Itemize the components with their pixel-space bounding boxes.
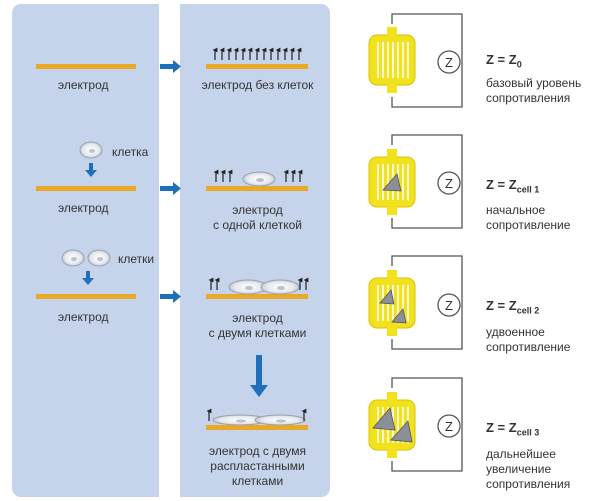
stage-4-label-line2: распластанными [210, 459, 305, 473]
electrode-label: электрод [58, 78, 109, 92]
impedance-equation-3: Z = Zcell 2 [486, 298, 540, 316]
description-2-line2: сопротивление [486, 218, 571, 232]
cell-icon [79, 141, 103, 159]
right-panel [180, 4, 330, 497]
electrode-spread-cells [206, 414, 308, 430]
ion-arrows-icon [212, 47, 302, 60]
impedance-meter-icon [437, 414, 461, 438]
cells-label: клетки [118, 252, 155, 266]
down-arrow-icon [85, 163, 97, 177]
impedance-equation-4: Z = Zcell 3 [486, 420, 540, 438]
stage-3-label-line2: с двумя клетками [208, 326, 307, 340]
impedance-equation-1: Z = Z0 [486, 52, 522, 70]
impedance-symbol: Z [445, 176, 453, 191]
right-arrow-icon [160, 182, 181, 195]
ion-arrows-icon [206, 408, 307, 421]
left-panel [12, 4, 159, 497]
electrode-one-cell [206, 171, 308, 191]
sensor-circuit-4 [368, 377, 463, 472]
description-1-line1: базовый уровень [486, 76, 582, 90]
impedance-symbol: Z [445, 419, 453, 434]
right-arrow-icon [160, 290, 181, 303]
stage-2-label-line2: с одной клеткой [212, 218, 302, 232]
description-1-line2: сопротивления [486, 91, 571, 105]
description-3-line1: удвоенное [486, 325, 545, 339]
impedance-equation-2: Z = Zcell 1 [486, 177, 540, 195]
right-arrow-icon [160, 60, 181, 73]
sensor-circuit-3 [368, 255, 463, 350]
stage-4-label-line3: клетками [231, 474, 284, 488]
impedance-meter-icon [437, 171, 461, 195]
down-arrow-icon [82, 271, 94, 285]
cell-pair-icon [61, 249, 111, 267]
ion-arrows-icon [213, 169, 303, 182]
impedance-meter-icon [437, 293, 461, 317]
electrode-no-cells [206, 64, 308, 69]
impedance-meter-icon [437, 50, 461, 74]
electrode-bare-3 [36, 294, 136, 299]
stage-4-label-line1: электрод с двумя [209, 444, 306, 458]
description-4-line1: дальнейшее [486, 447, 556, 461]
impedance-symbol: Z [445, 298, 453, 313]
down-arrow-icon [250, 355, 268, 397]
cell-label: клетка [112, 145, 149, 159]
electrode-label: электрод [58, 310, 109, 324]
ion-arrows-icon [208, 277, 309, 290]
electrode-bare-2 [36, 186, 136, 191]
electrode-bare-1 [36, 64, 136, 69]
stage-2-label-line1: электрод [232, 203, 283, 217]
description-2-line1: начальное [486, 203, 546, 217]
sensor-circuit-2 [368, 134, 463, 229]
description-4-line2: увеличение [486, 462, 552, 476]
description-3-line2: сопротивление [486, 340, 571, 354]
stage-1-label: электрод без клеток [201, 78, 314, 92]
electrode-label: электрод [58, 201, 109, 215]
sensor-circuit-1 [368, 13, 463, 108]
description-4-line3: сопротивления [486, 477, 571, 491]
electrode-two-cells [206, 279, 308, 299]
impedance-symbol: Z [445, 55, 453, 70]
stage-3-label-line1: электрод [232, 311, 283, 325]
